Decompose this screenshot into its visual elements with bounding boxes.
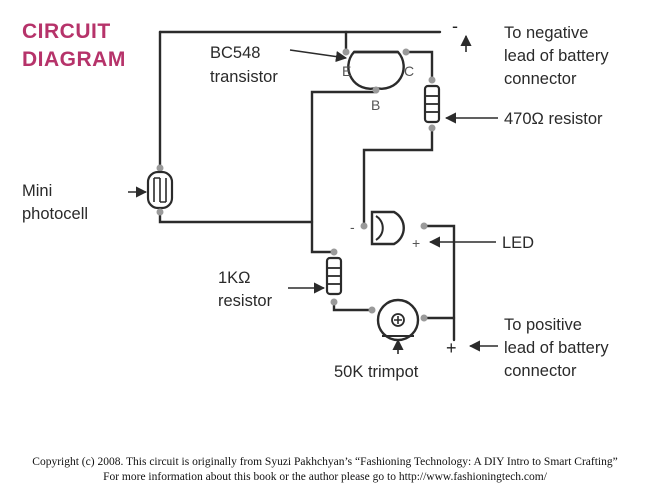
resistor-1k-label-line-2: resistor [218,292,273,310]
positive-label-line-3: connector [504,362,577,380]
led [360,210,428,246]
negative-sign: - [452,16,458,36]
positive-label-line-2: lead of battery [504,339,609,357]
led-label: LED [502,234,534,252]
footer-info: For more information about this book or … [103,471,547,483]
footer-copyright: Copyright (c) 2008. This circuit is orig… [32,456,618,468]
wire-led-plus [422,224,456,342]
negative-label-line-1: To negative [504,24,588,42]
pin-e-label: E [342,63,351,79]
transistor-arrow [289,49,348,63]
title-line-2: DIAGRAM [22,48,126,71]
pin-b-dot [372,86,380,94]
trimpot-label: 50K trimpot [334,363,419,381]
led-plus-label: + [412,235,420,251]
pin-e-dot [342,48,350,56]
transistor-label-line-2: transistor [210,68,278,86]
pin-b-label: B [371,97,380,113]
pin-c-label: C [404,63,414,79]
negative-label-line-3: connector [504,70,577,88]
resistor-1k-label-line-1: 1KΩ [218,269,251,287]
photocell [146,164,174,216]
resistor-470-label: 470Ω resistor [504,110,603,128]
title-line-1: CIRCUIT [22,20,111,43]
pin-c-dot [402,48,410,56]
transistor-bc548 [342,48,410,94]
wire-photocell-bottom [158,210,314,224]
wire-470-to-led [362,126,434,228]
wire-1k-to-trimpot [332,300,374,312]
resistor-470 [423,76,441,132]
trimpot-50k [368,298,428,342]
led-minus-label: - [350,219,355,235]
transistor-label-line-1: BC548 [210,44,260,62]
photocell-label-line-1: Mini [22,182,52,200]
photocell-label-line-2: photocell [22,205,88,223]
positive-label-line-1: To positive [504,316,582,334]
wire-collector [404,50,434,82]
resistor-1k [325,248,343,306]
negative-label-line-2: lead of battery [504,47,609,65]
positive-sign: + [446,338,457,358]
